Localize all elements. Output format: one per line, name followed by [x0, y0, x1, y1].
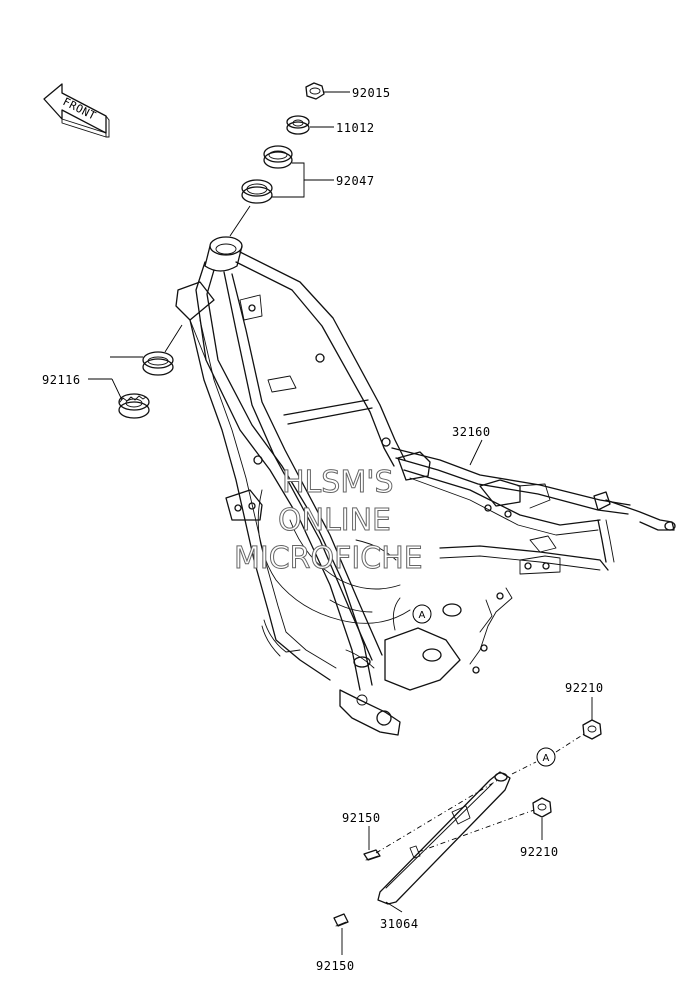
bearing-92047-upper-icon	[263, 145, 293, 169]
main-frame-32160	[175, 236, 676, 736]
reference-mark-a-lower: A	[536, 747, 556, 767]
label-92116: 92116	[42, 373, 81, 387]
sidestand-31064-icon	[377, 771, 511, 905]
label-92047: 92047	[336, 174, 375, 188]
label-92150-top: 92150	[342, 811, 381, 825]
svg-text:A: A	[419, 610, 426, 621]
svg-text:MICROFICHE: MICROFICHE	[234, 541, 423, 576]
front-arrow-icon	[43, 83, 110, 138]
watermark: HLSM'S ONLINE MICROFICHE	[234, 465, 424, 577]
leader-lines	[88, 91, 593, 955]
svg-text:ONLINE: ONLINE	[278, 503, 391, 538]
bearing-race-92116-icon	[142, 351, 174, 376]
label-11012: 11012	[336, 121, 375, 135]
label-92150-bottom: 92150	[316, 959, 355, 973]
nut-92210-top-icon	[582, 719, 602, 740]
svg-text:HLSM'S: HLSM'S	[282, 465, 394, 500]
nut-92210-mid-icon	[532, 797, 552, 818]
label-31064: 31064	[380, 917, 419, 931]
bolt-92150-top-icon	[363, 849, 381, 861]
label-32160: 32160	[452, 425, 491, 439]
svg-text:A: A	[543, 753, 550, 764]
bolt-92150-bottom-icon	[333, 913, 349, 927]
label-92210-top: 92210	[565, 681, 604, 695]
seal-92116-icon	[118, 393, 150, 419]
label-92210-mid: 92210	[520, 845, 559, 859]
bearing-92047-lower-icon	[241, 179, 273, 204]
label-92015: 92015	[352, 86, 391, 100]
washer-11012-icon	[286, 115, 310, 135]
nut-92015-icon	[305, 82, 325, 100]
assembly-lines	[375, 733, 585, 854]
reference-mark-a-upper: A	[412, 604, 432, 624]
